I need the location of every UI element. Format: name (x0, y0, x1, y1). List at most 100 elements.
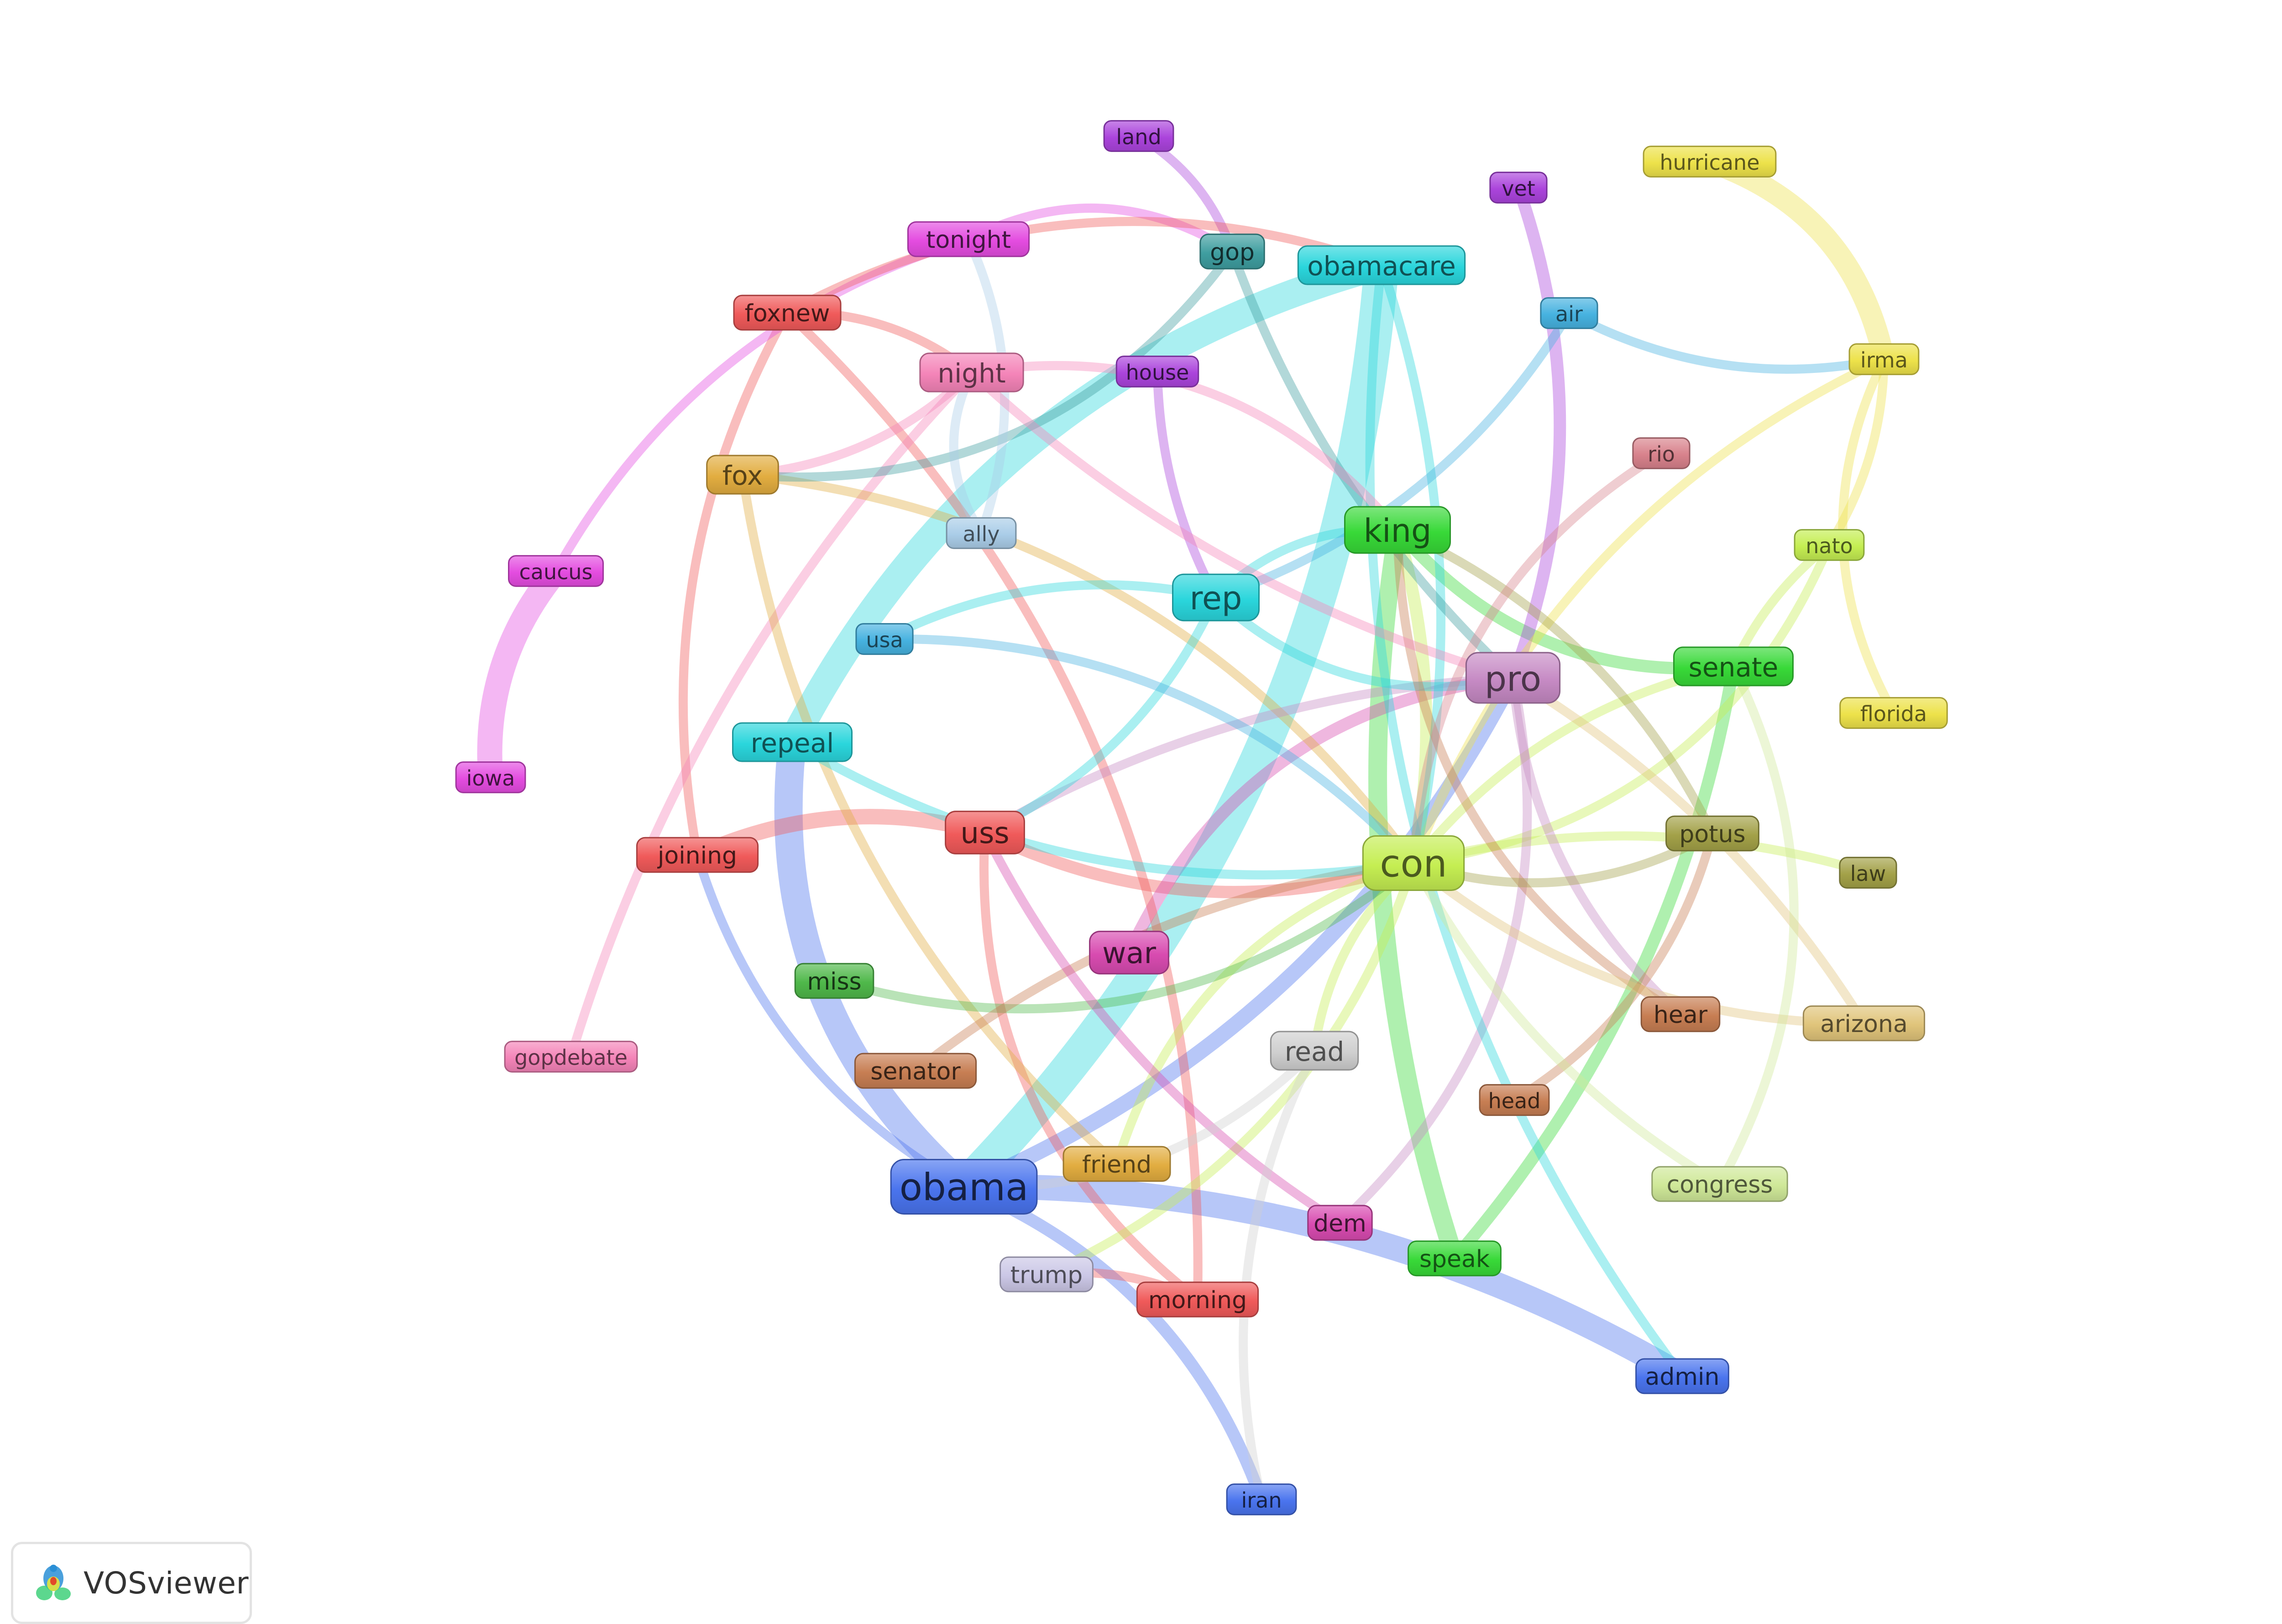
node-gopdebate[interactable]: gopdebate (504, 1041, 638, 1073)
node-house[interactable]: house (1115, 356, 1199, 388)
node-joining[interactable]: joining (636, 837, 759, 873)
node-friend[interactable]: friend (1062, 1146, 1171, 1182)
node-box-iowa[interactable] (455, 761, 526, 793)
node-usa[interactable]: usa (855, 623, 914, 655)
node-caucus[interactable]: caucus (508, 555, 604, 587)
node-foxnew[interactable]: foxnew (733, 294, 842, 331)
node-speak[interactable]: speak (1408, 1240, 1502, 1277)
node-dem[interactable]: dem (1307, 1205, 1373, 1241)
node-box-rep[interactable] (1172, 573, 1260, 622)
node-box-florida[interactable] (1839, 697, 1948, 729)
node-fox[interactable]: fox (706, 455, 779, 495)
node-box-house[interactable] (1115, 356, 1199, 388)
node-obama[interactable]: obama (890, 1159, 1038, 1215)
node-box-usa[interactable] (855, 623, 914, 655)
node-box-tonight[interactable] (907, 221, 1030, 257)
node-ally[interactable]: ally (946, 517, 1017, 549)
node-senator[interactable]: senator (854, 1053, 977, 1089)
node-box-potus[interactable] (1665, 815, 1759, 852)
node-florida[interactable]: florida (1839, 697, 1948, 729)
node-law[interactable]: law (1839, 857, 1897, 889)
node-iran[interactable]: iran (1226, 1483, 1297, 1515)
node-box-pro[interactable] (1465, 652, 1561, 704)
node-box-iran[interactable] (1226, 1483, 1297, 1515)
node-box-king[interactable] (1344, 506, 1451, 554)
node-nato[interactable]: nato (1794, 529, 1865, 561)
node-irma[interactable]: irma (1848, 343, 1920, 375)
node-box-vet[interactable] (1489, 172, 1548, 204)
node-box-repeal[interactable] (732, 722, 853, 762)
node-box-arizona[interactable] (1802, 1005, 1926, 1042)
vosviewer-logo-badge[interactable]: VOSviewer (11, 1542, 252, 1624)
node-label-friend: friend (1082, 1151, 1151, 1179)
link-arizona-con (1409, 859, 1869, 1028)
link-pro-hear (1508, 673, 1685, 1019)
node-box-senate[interactable] (1673, 646, 1794, 686)
node-con[interactable]: con (1362, 835, 1465, 891)
node-air[interactable]: air (1540, 297, 1598, 329)
node-box-head[interactable] (1479, 1084, 1550, 1116)
node-miss[interactable]: miss (794, 963, 874, 999)
node-rep[interactable]: rep (1172, 573, 1260, 622)
node-box-air[interactable] (1540, 297, 1598, 329)
link-obamacare-con (1377, 261, 1446, 868)
node-morning[interactable]: morning (1136, 1281, 1259, 1318)
node-box-congress[interactable] (1651, 1166, 1788, 1202)
node-head[interactable]: head (1479, 1084, 1550, 1116)
node-pro[interactable]: pro (1465, 652, 1561, 704)
node-congress[interactable]: congress (1651, 1166, 1788, 1202)
node-rio[interactable]: rio (1632, 437, 1691, 469)
node-box-hurricane[interactable] (1643, 146, 1777, 178)
node-box-speak[interactable] (1408, 1240, 1502, 1277)
node-box-friend[interactable] (1062, 1146, 1171, 1182)
node-read[interactable]: read (1270, 1031, 1359, 1071)
node-box-gop[interactable] (1199, 233, 1265, 270)
node-repeal[interactable]: repeal (732, 722, 853, 762)
node-box-gopdebate[interactable] (504, 1041, 638, 1073)
node-gop[interactable]: gop (1199, 233, 1265, 270)
node-box-obamacare[interactable] (1297, 245, 1466, 285)
node-box-caucus[interactable] (508, 555, 604, 587)
node-war[interactable]: war (1089, 931, 1169, 974)
node-box-miss[interactable] (794, 963, 874, 999)
node-box-morning[interactable] (1136, 1281, 1259, 1318)
node-arizona[interactable]: arizona (1802, 1005, 1926, 1042)
node-box-night[interactable] (919, 352, 1024, 393)
node-box-con[interactable] (1362, 835, 1465, 891)
node-box-uss[interactable] (945, 811, 1025, 854)
node-box-ally[interactable] (946, 517, 1017, 549)
node-label-gop: gop (1210, 239, 1255, 266)
node-box-obama[interactable] (890, 1159, 1038, 1215)
node-potus[interactable]: potus (1665, 815, 1759, 852)
node-box-read[interactable] (1270, 1031, 1359, 1071)
node-hurricane[interactable]: hurricane (1643, 146, 1777, 178)
node-hear[interactable]: hear (1640, 996, 1721, 1032)
node-box-land[interactable] (1103, 120, 1174, 152)
node-uss[interactable]: uss (945, 811, 1025, 854)
node-box-trump[interactable] (1000, 1256, 1094, 1293)
node-box-law[interactable] (1839, 857, 1897, 889)
node-senate[interactable]: senate (1673, 646, 1794, 686)
node-box-dem[interactable] (1307, 1205, 1373, 1241)
node-box-war[interactable] (1089, 931, 1169, 974)
node-iowa[interactable]: iowa (455, 761, 526, 793)
node-tonight[interactable]: tonight (907, 221, 1030, 257)
node-obamacare[interactable]: obamacare (1297, 245, 1466, 285)
node-box-fox[interactable] (706, 455, 779, 495)
node-box-admin[interactable] (1635, 1358, 1729, 1394)
node-land[interactable]: land (1103, 120, 1174, 152)
node-box-irma[interactable] (1848, 343, 1920, 375)
node-box-joining[interactable] (636, 837, 759, 873)
node-admin[interactable]: admin (1635, 1358, 1729, 1394)
node-vet[interactable]: vet (1489, 172, 1548, 204)
node-box-hear[interactable] (1640, 996, 1721, 1032)
link-con-friend (1112, 859, 1418, 1168)
node-night[interactable]: night (919, 352, 1024, 393)
node-box-nato[interactable] (1794, 529, 1865, 561)
node-box-senator[interactable] (854, 1053, 977, 1089)
node-box-rio[interactable] (1632, 437, 1691, 469)
node-box-foxnew[interactable] (733, 294, 842, 331)
node-trump[interactable]: trump (1000, 1256, 1094, 1293)
node-king[interactable]: king (1344, 506, 1451, 554)
